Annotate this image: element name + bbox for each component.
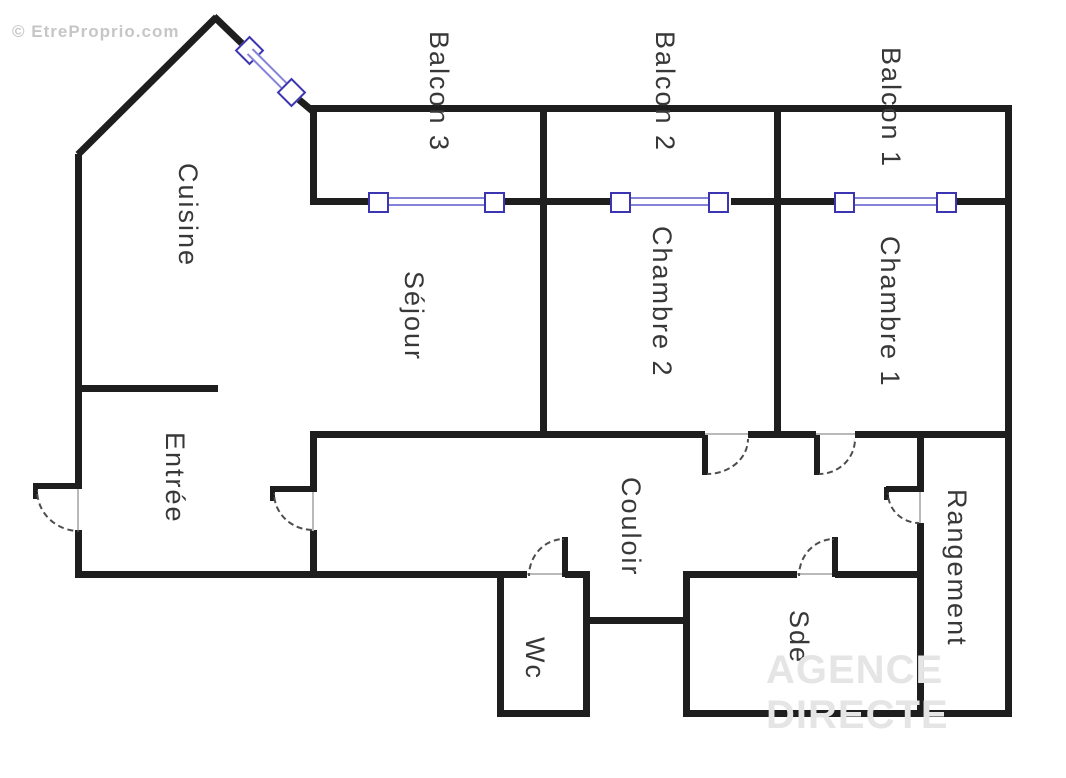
room-label-sde: Sde — [784, 610, 814, 665]
door-leaf-rangement — [886, 486, 919, 492]
room-label-chambre1: Chambre 1 — [875, 236, 905, 388]
door-arc-wc — [528, 538, 564, 576]
wall-top — [310, 105, 1012, 112]
door-leaf-entry-edge — [33, 483, 38, 499]
wall-divider-chambre2-chambre1 — [774, 105, 781, 438]
window-balcon3-endcap — [484, 192, 505, 213]
door-opening-chambre1 — [816, 433, 855, 435]
door-leaf-entree-edge — [270, 486, 275, 501]
door-leaf-sde — [832, 537, 838, 577]
door-arc-sde — [798, 538, 834, 576]
door-opening-entree — [312, 492, 314, 531]
wall-couloir-top-seg2 — [748, 431, 816, 438]
window-balcon2-endcap — [708, 192, 729, 213]
wall-window-seg3 — [731, 198, 834, 205]
room-label-balcon1: Balcon 1 — [876, 47, 906, 169]
door-arc-chambre2 — [707, 439, 749, 475]
wall-bottom-seg2 — [565, 571, 590, 578]
wall-left-seg2 — [75, 530, 82, 578]
door-arc-entree — [273, 493, 313, 531]
wall-wc-bottom — [497, 710, 590, 717]
room-label-balcon2: Balcon 2 — [650, 31, 680, 153]
wall-wc-right — [583, 571, 590, 717]
door-leaf-wc — [562, 537, 568, 577]
wall-rangement-left-seg1 — [917, 431, 924, 492]
wall-couloir-top-seg3 — [855, 431, 1012, 438]
door-leaf-chambre2 — [702, 435, 708, 475]
wall-left-seg1 — [75, 154, 82, 487]
wall-window-seg4 — [957, 198, 1012, 205]
door-leaf-entree — [272, 486, 314, 492]
room-label-sejour: Séjour — [399, 271, 429, 362]
room-label-chambre2: Chambre 2 — [647, 226, 677, 378]
window-balcon3-endcap — [368, 192, 389, 213]
wall-bottom-right — [683, 710, 1012, 717]
wall-sde-top-seg2 — [835, 571, 924, 578]
wall-window-seg2 — [505, 198, 610, 205]
wall-sde-left — [683, 571, 690, 717]
door-arc-rangement — [887, 493, 919, 524]
room-label-couloir: Couloir — [616, 477, 646, 577]
window-balcon1-endcap — [936, 192, 957, 213]
watermark-etreproprio: © EtreProprio.com — [12, 22, 180, 41]
room-label-rangement: Rangement — [942, 489, 972, 647]
door-leaf-rangement-edge — [884, 487, 889, 500]
wall-divider-sejour-chambre2 — [540, 105, 547, 438]
wall-cuisine-entree — [75, 385, 218, 392]
room-label-cuisine: Cuisine — [173, 163, 203, 268]
door-arc-entry — [36, 490, 79, 532]
door-leaf-chambre1 — [814, 435, 820, 475]
window-balcon2-glass — [631, 197, 708, 206]
door-opening-rangement — [919, 492, 921, 523]
door-leaf-entry — [35, 483, 82, 489]
wall-entree-right-seg1 — [310, 431, 317, 492]
wall-window-seg1 — [310, 198, 368, 205]
wall-sde-top-seg1 — [683, 571, 797, 578]
door-opening-chambre2 — [705, 433, 748, 435]
watermark-agence-directe: AGENCE DIRECTE — [766, 648, 949, 737]
wall-couloir-top-seg1 — [310, 431, 705, 438]
window-balcon1-glass — [855, 197, 936, 206]
wall-bottom-seg1 — [75, 571, 527, 578]
wall-balcon3-left — [310, 105, 317, 205]
room-label-balcon3: Balcon 3 — [424, 31, 454, 153]
door-arc-chambre1 — [819, 439, 856, 475]
wall-right — [1005, 105, 1012, 717]
window-balcon1-endcap — [834, 192, 855, 213]
window-balcon3-glass — [389, 197, 484, 206]
room-label-wc: Wc — [520, 637, 550, 680]
room-label-entree: Entrée — [160, 432, 190, 524]
window-balcon2-endcap — [610, 192, 631, 213]
wall-rangement-left-seg2 — [917, 523, 924, 717]
wall-entree-right-seg2 — [310, 530, 317, 578]
wall-wc-left — [497, 571, 504, 717]
wall-connector — [583, 617, 690, 624]
